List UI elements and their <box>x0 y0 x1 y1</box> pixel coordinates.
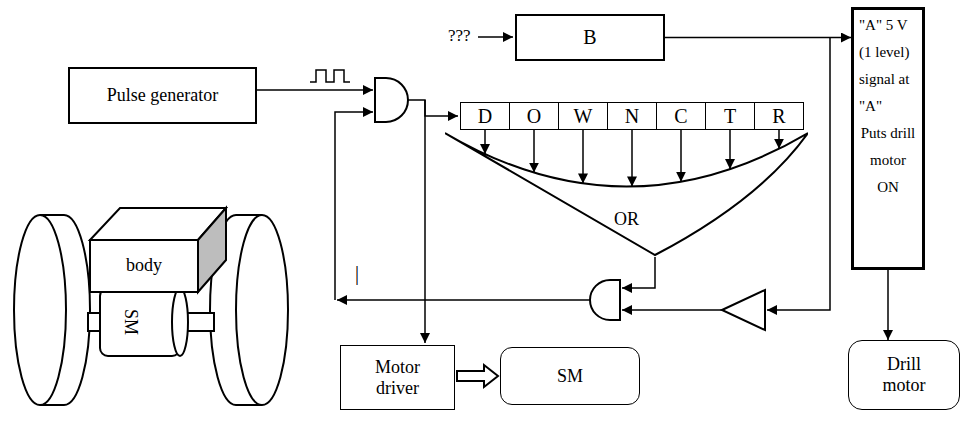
node-text: OR <box>614 209 639 230</box>
signal-arrow <box>665 37 851 39</box>
wire-mark: | <box>355 262 359 284</box>
and-gate-symbol <box>590 280 620 320</box>
node-text: D <box>478 105 492 128</box>
shift-register-cell: N <box>607 102 657 130</box>
gate-input-wire <box>622 309 722 311</box>
shift-register-cell: C <box>656 102 706 130</box>
pulse-wire <box>257 89 373 91</box>
part-name: body <box>126 256 162 276</box>
wiring <box>257 37 830 343</box>
motor-end-face <box>172 288 188 356</box>
feedback-wire <box>337 299 590 301</box>
branch-wire <box>767 37 830 310</box>
buffer-symbol <box>722 290 765 330</box>
node-text: N <box>625 105 639 128</box>
signal-arrow <box>484 130 486 154</box>
block-arrow <box>457 365 498 387</box>
or-gate-shape: OR <box>445 130 808 257</box>
node-text: SM <box>557 366 583 387</box>
drill-motor-box: Drill motor <box>848 340 960 410</box>
logic-block-box: B <box>515 14 665 61</box>
motor-driver-box: Motor driver <box>340 345 455 410</box>
stepper-motor-box: SM <box>500 347 640 405</box>
shift-register-cell: D <box>460 102 510 130</box>
signal-arrow <box>631 130 633 186</box>
node-text: Drill motor <box>883 354 926 395</box>
wheel-face <box>236 215 288 405</box>
register-wire <box>408 100 458 116</box>
signal-arrow <box>680 130 682 182</box>
vehicle-illustration <box>14 208 288 405</box>
node-text: Pulse generator <box>107 85 218 106</box>
node-text: Motor driver <box>375 357 420 398</box>
node-text: B <box>583 26 596 49</box>
wheel-face <box>14 215 66 405</box>
node-text: "A" 5 V (1 level) signal at "A" <box>859 12 917 120</box>
signal-arrow <box>887 270 889 340</box>
unknown-input-label: ??? <box>448 27 471 46</box>
shift-register-cell: T <box>705 102 755 130</box>
or-gate-outline <box>445 133 808 255</box>
shift-register-cell: O <box>509 102 559 130</box>
body-side-face <box>198 208 226 292</box>
signal-arrow <box>582 130 584 183</box>
and-gate-symbol <box>375 78 408 122</box>
pulse-generator-box: Pulse generator <box>68 67 257 124</box>
shift-register-cell: W <box>558 102 608 130</box>
signal-arrow <box>729 130 731 169</box>
node-text: R <box>772 105 785 128</box>
signal-arrow <box>533 130 535 173</box>
input-wire <box>478 36 513 38</box>
node-text: Puts drill motor ON <box>859 120 917 201</box>
or-output-wire <box>622 257 655 288</box>
node-text: T <box>724 105 736 128</box>
node-text: W <box>574 105 593 128</box>
shift-register-cell: R <box>754 102 804 130</box>
driver-wire <box>424 100 426 343</box>
or-gate-outline <box>445 130 808 257</box>
motor-cylinder <box>100 288 180 356</box>
drill-control-box: "A" 5 V (1 level) signal at "A"Puts dril… <box>851 7 925 270</box>
signal-arrow <box>778 130 780 149</box>
part-name: SM <box>120 309 140 335</box>
node-text: O <box>527 105 541 128</box>
feedback-wire <box>335 112 373 300</box>
square-wave-symbol <box>310 70 350 82</box>
body-front-face <box>90 240 198 292</box>
node-text: C <box>674 105 687 128</box>
